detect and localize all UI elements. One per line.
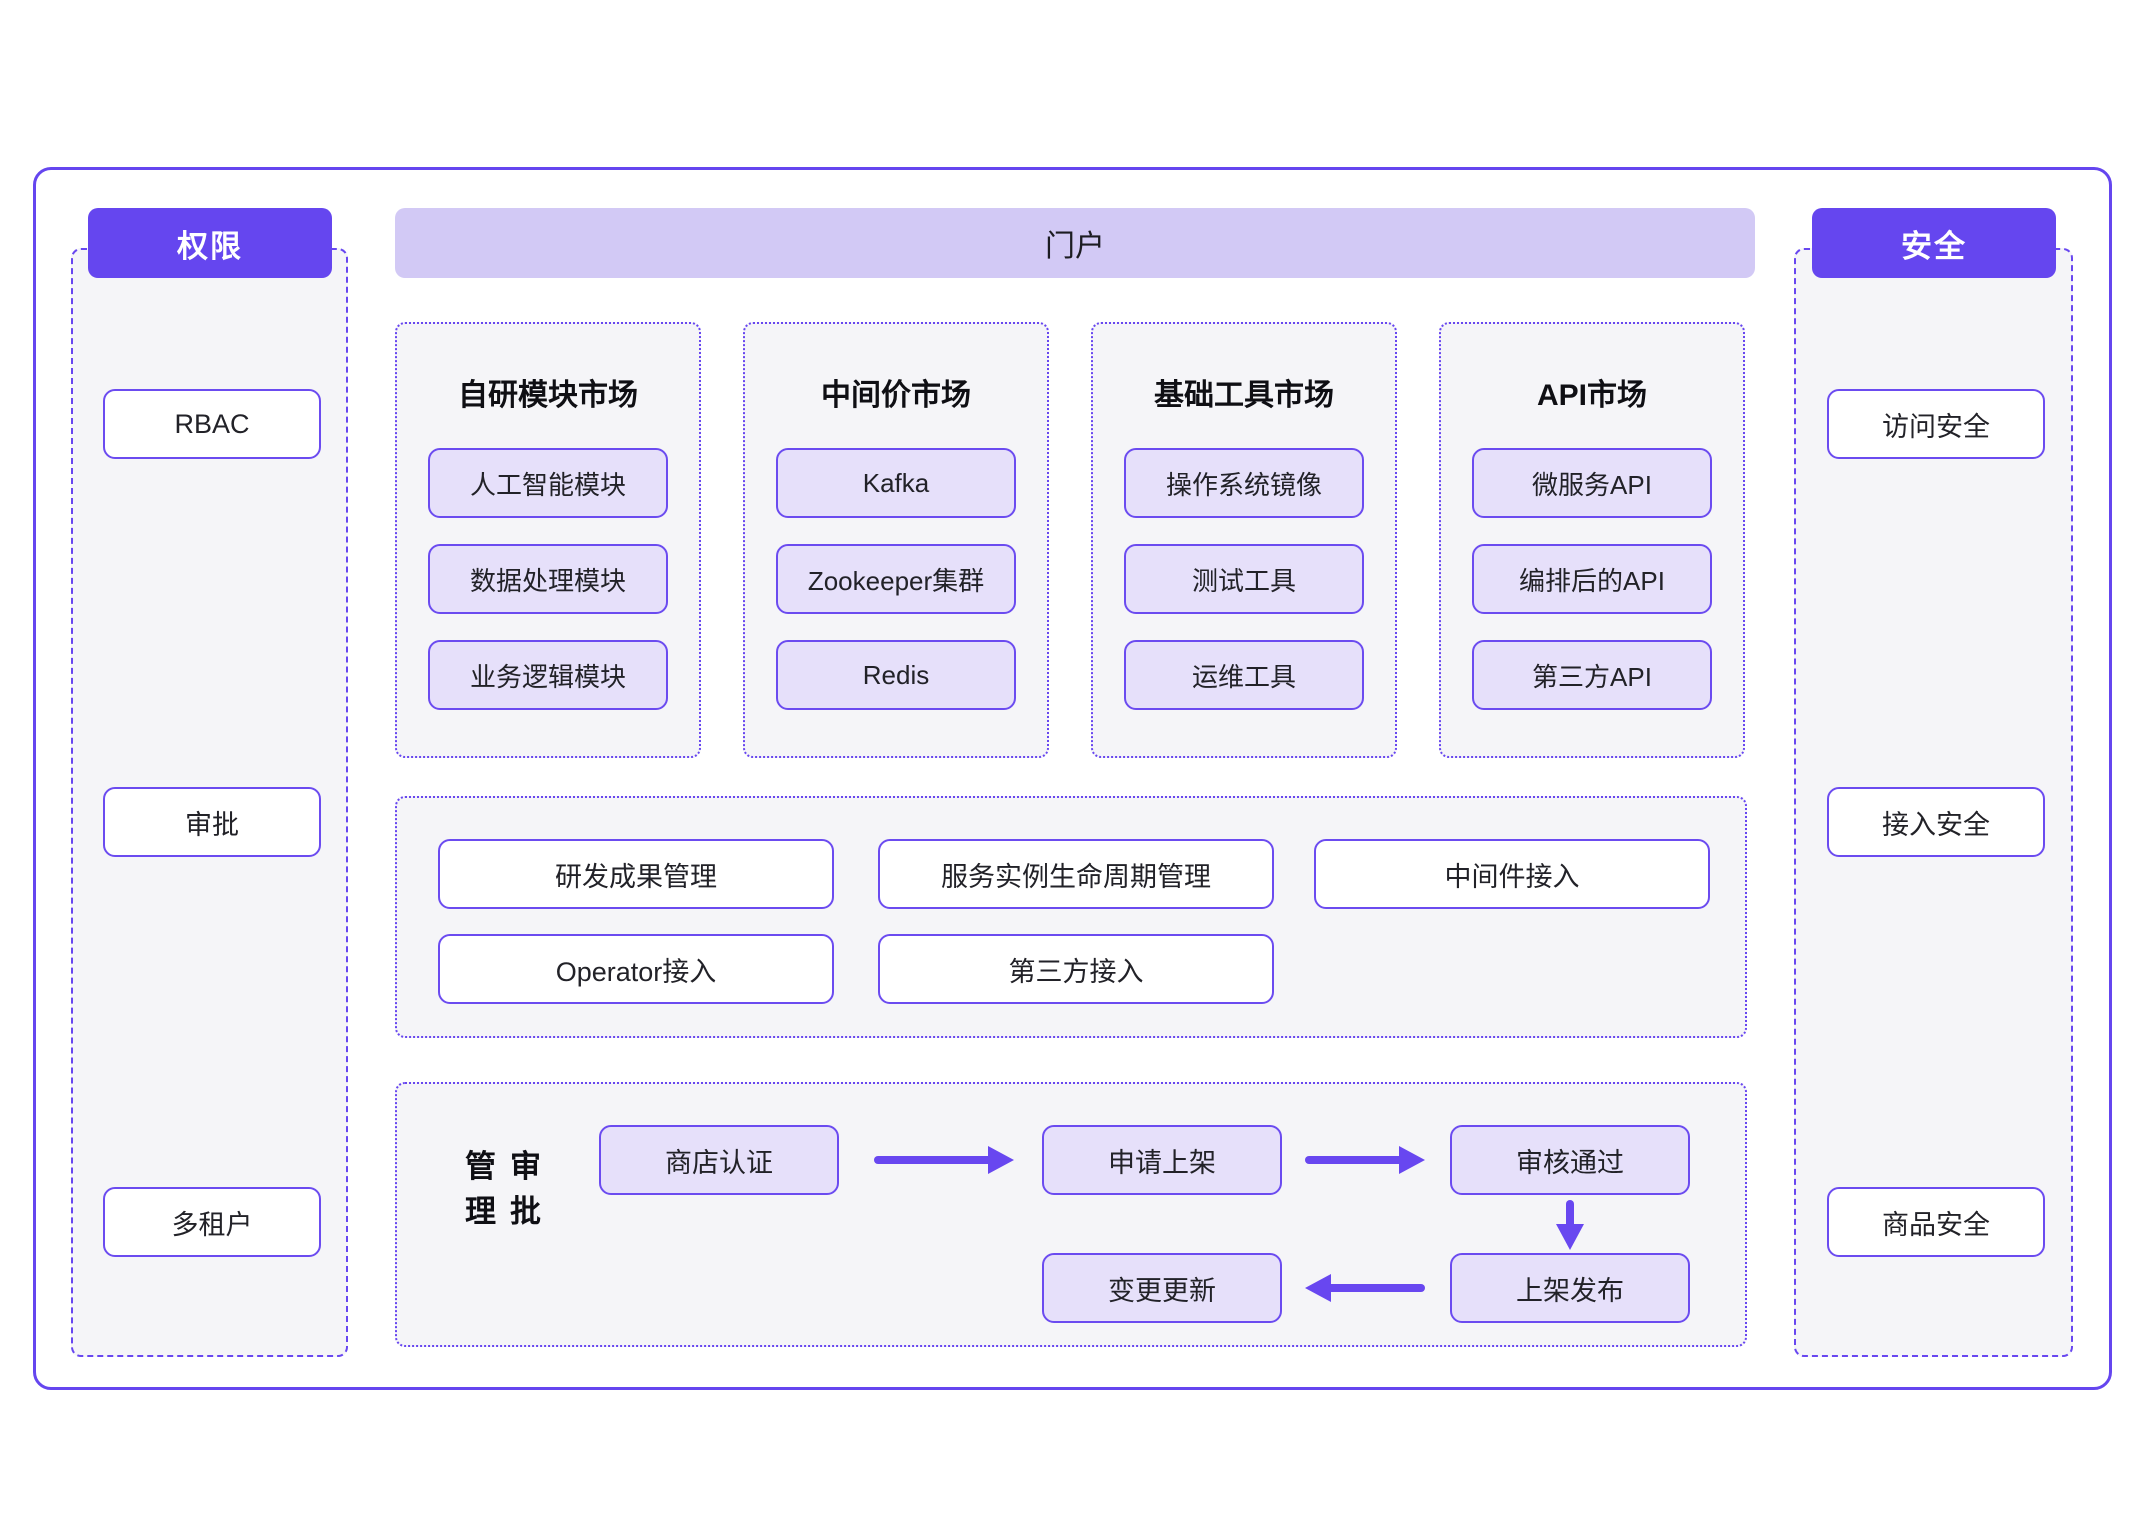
market-title: 自研模块市场 (458, 379, 638, 412)
permissions-item-approval: 审批 (103, 787, 321, 857)
market-title: 中间价市场 (821, 379, 971, 412)
security-item-integration: 接入安全 (1827, 787, 2045, 857)
market-item: 业务逻辑模块 (428, 640, 668, 710)
permissions-item-multitenant: 多租户 (103, 1187, 321, 1257)
market-item: 人工智能模块 (428, 448, 668, 518)
market-title: 基础工具市场 (1154, 379, 1334, 412)
market-card-basic-tools: 基础工具市场 操作系统镜像 测试工具 运维工具 (1091, 322, 1397, 758)
permissions-header: 权限 (88, 208, 332, 278)
market-card-api: API市场 微服务API 编排后的API 第三方API (1439, 322, 1745, 758)
mgmt-box-middleware-access: 中间件接入 (1314, 839, 1710, 909)
flow-step-publish: 上架发布 (1450, 1253, 1690, 1323)
market-item: 第三方API (1472, 640, 1712, 710)
market-item: 运维工具 (1124, 640, 1364, 710)
market-item: 测试工具 (1124, 544, 1364, 614)
market-item: Redis (776, 640, 1016, 710)
permissions-panel: RBAC 审批 多租户 (71, 248, 348, 1357)
market-item: Kafka (776, 448, 1016, 518)
security-header: 安全 (1812, 208, 2056, 278)
security-item-access: 访问安全 (1827, 389, 2045, 459)
market-item: 微服务API (1472, 448, 1712, 518)
security-item-product: 商品安全 (1827, 1187, 2045, 1257)
security-panel: 访问安全 接入安全 商品安全 (1794, 248, 2073, 1357)
mgmt-box-rd-results: 研发成果管理 (438, 839, 834, 909)
market-card-self-developed-modules: 自研模块市场 人工智能模块 数据处理模块 业务逻辑模块 (395, 322, 701, 758)
market-item: Zookeeper集群 (776, 544, 1016, 614)
market-item: 操作系统镜像 (1124, 448, 1364, 518)
approval-panel: 审批管理 商店认证 申请上架 审核通过 上架发布 变更更新 (395, 1082, 1747, 1347)
management-panel: 研发成果管理 服务实例生命周期管理 中间件接入 Operator接入 第三方接入 (395, 796, 1747, 1038)
portal-header: 门户 (395, 208, 1755, 278)
market-card-middleware: 中间价市场 Kafka Zookeeper集群 Redis (743, 322, 1049, 758)
flow-step-store-certification: 商店认证 (599, 1125, 839, 1195)
flow-step-review-passed: 审核通过 (1450, 1125, 1690, 1195)
mgmt-box-service-lifecycle: 服务实例生命周期管理 (878, 839, 1274, 909)
market-title: API市场 (1536, 379, 1647, 412)
market-item: 编排后的API (1472, 544, 1712, 614)
flow-step-change-update: 变更更新 (1042, 1253, 1282, 1323)
mgmt-box-third-party-access: 第三方接入 (878, 934, 1274, 1004)
flow-step-apply-listing: 申请上架 (1042, 1125, 1282, 1195)
permissions-item-rbac: RBAC (103, 389, 321, 459)
market-item: 数据处理模块 (428, 544, 668, 614)
approval-label: 审批管理 (460, 1149, 540, 1240)
mgmt-box-operator-access: Operator接入 (438, 934, 834, 1004)
